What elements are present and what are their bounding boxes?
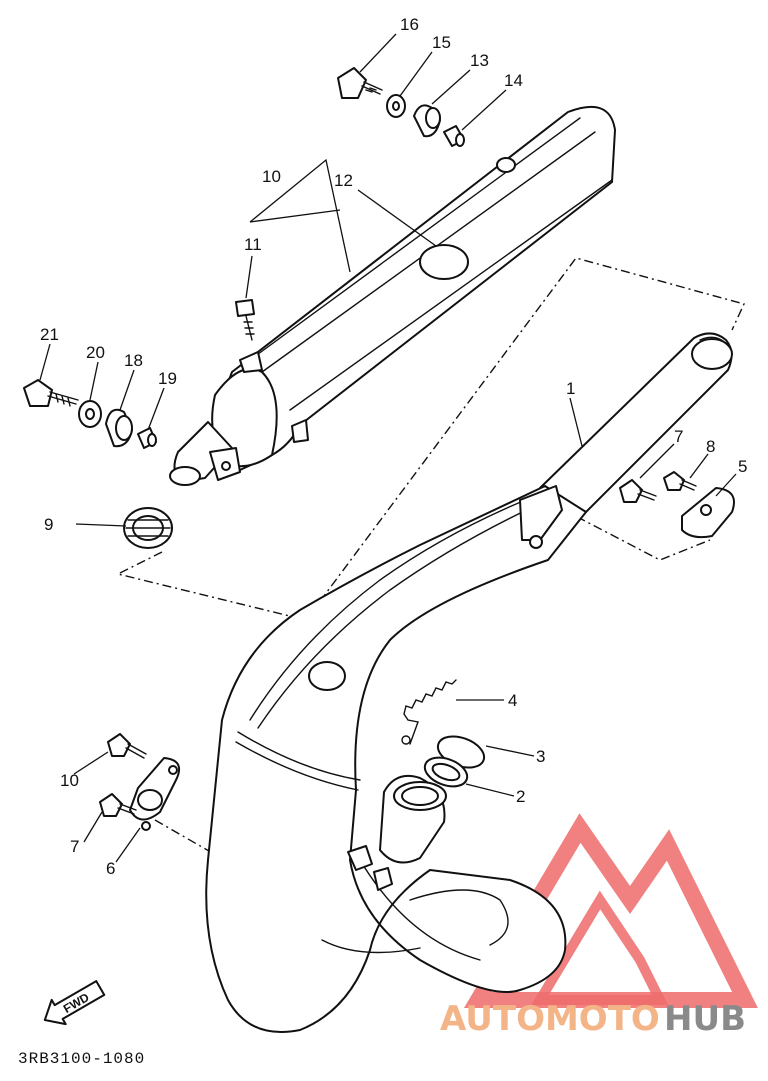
callout-8: 8 <box>706 437 715 456</box>
callout-15: 14 <box>504 71 523 90</box>
bolt-7-lower <box>99 793 137 817</box>
fwd-arrow: FWD <box>43 980 106 1026</box>
callout-11: 10 <box>262 167 281 186</box>
callout-7-upper: 7 <box>674 427 683 446</box>
watermark-text-automoto: AUTOMOTO <box>440 999 660 1039</box>
expansion-chamber <box>205 332 733 1033</box>
silencer-assembly <box>169 105 616 486</box>
part-number-code: 3RB3100-1080 <box>18 1050 145 1068</box>
callout-6: 6 <box>106 859 115 878</box>
callout-13: 12 <box>334 171 353 190</box>
callout-16: 15 <box>432 33 451 52</box>
watermark-logo <box>463 813 758 1008</box>
callout-2: 2 <box>516 787 525 806</box>
callout-7-lower: 7 <box>70 837 79 856</box>
front-mount-fasteners <box>23 379 157 449</box>
callout-labels: 16 15 13 14 10 12 11 21 20 18 19 9 1 7 8… <box>40 15 747 878</box>
leader-lines <box>39 33 737 863</box>
callout-5: 5 <box>738 457 747 476</box>
clamp-10 <box>123 507 173 549</box>
callout-10: 9 <box>44 515 53 534</box>
spring-4 <box>401 679 457 745</box>
bolt-8 <box>663 471 697 491</box>
rear-mount-fasteners <box>337 67 465 147</box>
callout-14: 13 <box>470 51 489 70</box>
bolt-12 <box>235 299 255 341</box>
callout-1: 1 <box>566 379 575 398</box>
watermark-text-hub: HUB <box>664 999 746 1039</box>
callout-17: 16 <box>400 15 419 34</box>
callout-21: 21 <box>40 325 59 344</box>
callout-19: 19 <box>158 369 177 388</box>
callout-18: 18 <box>124 351 143 370</box>
assembly-line-silencer <box>115 257 745 621</box>
flange-6 <box>129 757 180 831</box>
bolt-7-upper <box>619 479 657 503</box>
bracket-5 <box>681 487 735 539</box>
gasket-2 <box>423 756 469 788</box>
bolt-9 <box>107 733 147 759</box>
callout-4: 4 <box>508 691 517 710</box>
callout-12: 11 <box>244 235 262 254</box>
callout-3: 3 <box>536 747 545 766</box>
callout-20: 20 <box>86 343 105 362</box>
callout-9: 10 <box>60 771 79 790</box>
